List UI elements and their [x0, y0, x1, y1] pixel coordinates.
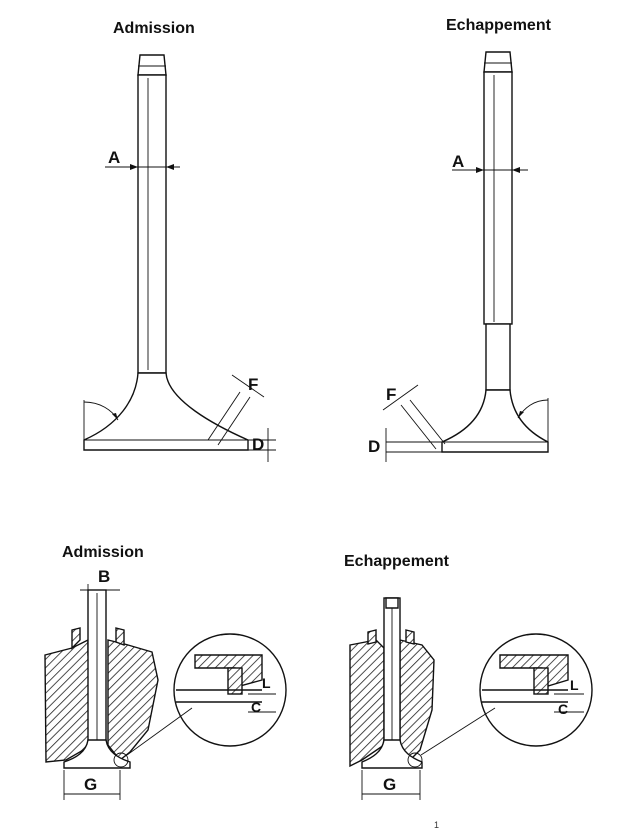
exhaust-head-right — [399, 639, 435, 762]
exhaust-section-head — [361, 739, 423, 769]
intake-head-right — [107, 639, 159, 761]
exhaust-valve-stem — [483, 71, 513, 325]
exhaust-section-title: Echappement — [344, 553, 450, 570]
intake-label-c: C — [251, 699, 261, 715]
exhaust-valve-head — [441, 389, 549, 453]
exhaust-label-a: A — [452, 152, 464, 171]
exhaust-label-g: G — [383, 775, 396, 794]
intake-label-f: F — [248, 375, 258, 394]
page-number: 1 — [434, 820, 439, 830]
exhaust-label-d: D — [368, 437, 380, 456]
intake-section-title: Admission — [62, 544, 144, 561]
intake-label-d: D — [252, 435, 264, 454]
exhaust-label-c: C — [558, 701, 568, 717]
intake-valve-tip — [137, 54, 167, 76]
intake-section-figure: Admission B G L C — [44, 544, 287, 800]
exhaust-title: Echappement — [446, 17, 552, 34]
exhaust-valve-tip — [483, 51, 513, 73]
exhaust-head-left — [349, 639, 385, 768]
intake-valve-head — [83, 372, 249, 451]
intake-section-head — [63, 739, 131, 769]
intake-label-b: B — [98, 567, 110, 586]
intake-valve-figure: Admission A F D — [83, 20, 276, 462]
intake-label-a: A — [108, 148, 120, 167]
exhaust-section-figure: Echappement G L C — [344, 553, 593, 800]
exhaust-valve-figure: Echappement A F D — [368, 17, 552, 462]
intake-label-l: L — [262, 675, 271, 691]
intake-title: Admission — [113, 20, 195, 37]
exhaust-label-f: F — [386, 385, 396, 404]
intake-head-left — [44, 638, 93, 763]
intake-valve-stem — [137, 74, 167, 374]
intake-detail-view — [173, 633, 287, 747]
exhaust-label-l: L — [570, 677, 579, 693]
exhaust-detail-view — [479, 633, 593, 747]
intake-label-g: G — [84, 775, 97, 794]
